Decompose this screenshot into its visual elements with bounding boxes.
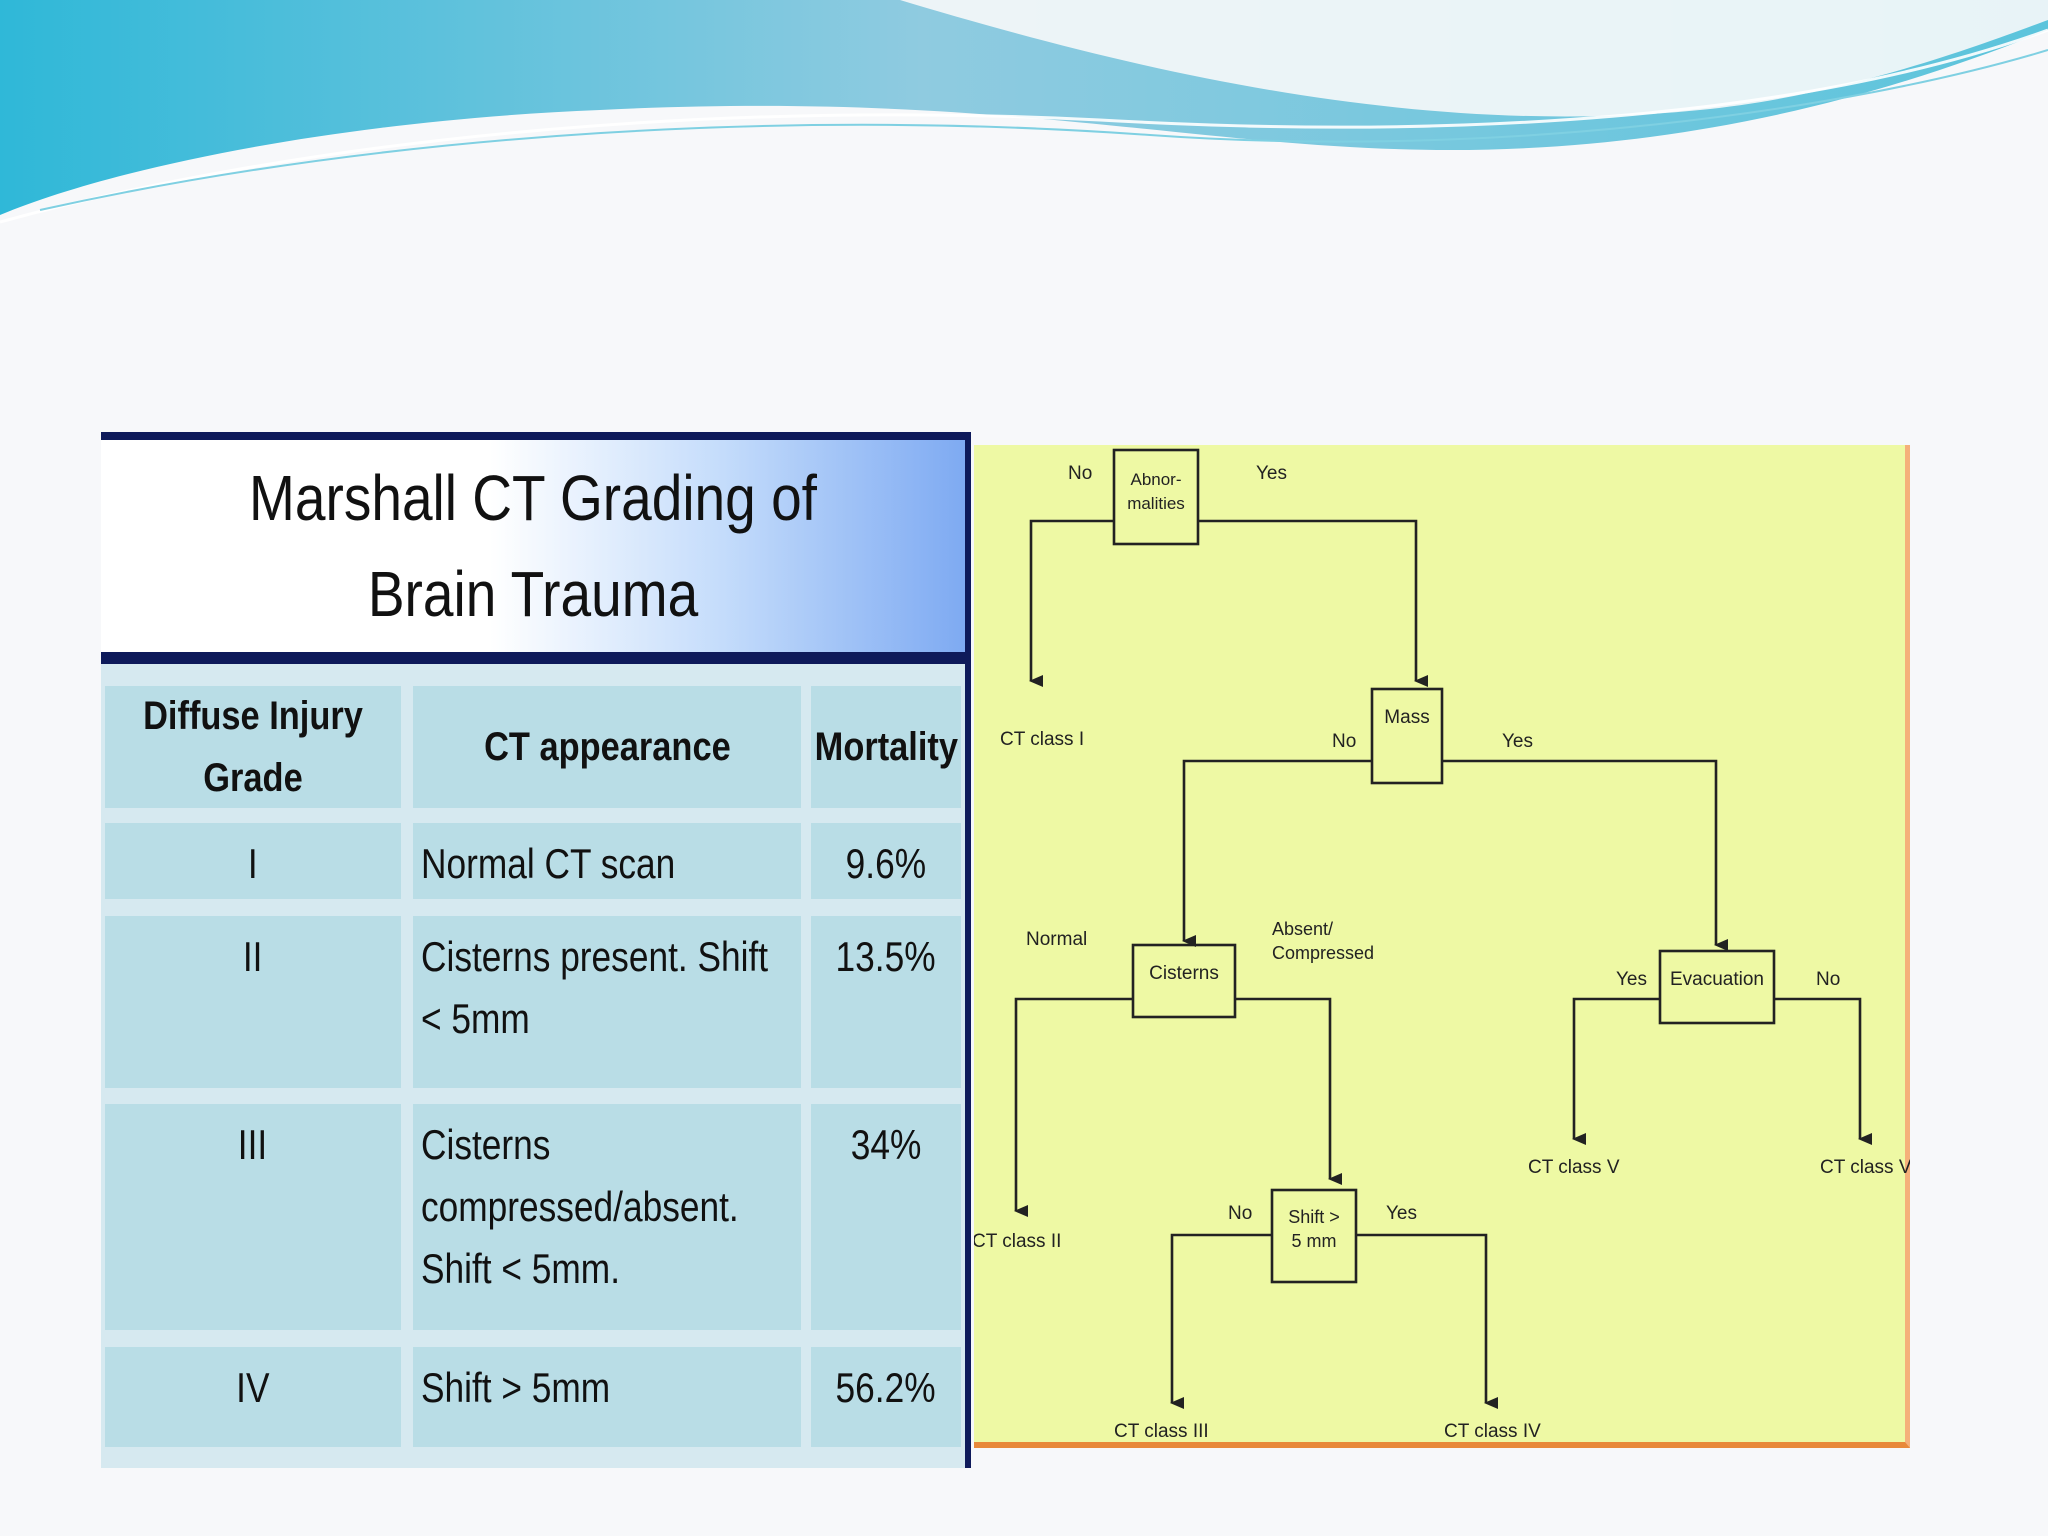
node-cisterns-label: Cisterns [1149, 963, 1219, 984]
row-3-appearance: Cisterns compressed/absent. Shift < 5mm. [413, 1104, 801, 1330]
node-mass-label: Mass [1384, 707, 1429, 728]
outcome-ct-class-3: CT class III [1114, 1421, 1209, 1442]
node-abnormalities-box [1112, 448, 1200, 546]
edge-label-evacuation-no: No [1816, 969, 1840, 990]
node-evacuation-box [1658, 949, 1776, 1025]
node-evacuation-label: Evacuation [1670, 969, 1764, 990]
node-abnormalities-label: Abnor-malities [1127, 470, 1185, 513]
edge-shift-no [1170, 1233, 1272, 1409]
edge-mass-no [1182, 759, 1372, 947]
edge-label-mass-no: No [1332, 731, 1356, 752]
row-4-grade: IV [105, 1347, 401, 1447]
row-1-grade: I [105, 823, 401, 899]
edge-shift-yes [1356, 1233, 1498, 1409]
outcome-ct-class-5: CT class V [1528, 1157, 1620, 1178]
edge-abn-yes [1198, 519, 1428, 687]
edge-label-evacuation-yes: Yes [1616, 969, 1647, 990]
edge-evacuation-yes [1572, 997, 1660, 1145]
header-ct-appearance: CT appearance [413, 686, 801, 808]
edge-mass-yes [1442, 759, 1728, 951]
row-3-mortality: 34% [811, 1104, 961, 1330]
outcome-ct-class-2: CT class II [974, 1231, 1061, 1252]
edge-label-cisterns-absent: Absent/Compressed [1272, 919, 1374, 963]
node-cisterns-box [1131, 943, 1237, 1019]
edge-cisterns-normal [1014, 997, 1133, 1217]
edge-evacuation-no [1774, 997, 1872, 1145]
row-4-appearance: Shift > 5mm [413, 1347, 801, 1447]
header-grade: Diffuse Injury Grade [105, 686, 401, 808]
ct-classification-flowchart: Abnor-malities No Yes CT class I Mass No… [974, 445, 1910, 1448]
flowchart-canvas: Abnor-malities No Yes CT class I Mass No… [974, 448, 1910, 1442]
edge-label-shift-yes: Yes [1386, 1203, 1417, 1224]
row-2-grade: II [105, 916, 401, 1088]
table-title-box: Marshall CT Grading of Brain Trauma [101, 432, 965, 664]
edge-label-abn-yes: Yes [1256, 463, 1287, 484]
edge-label-cisterns-normal: Normal [1026, 929, 1087, 950]
edge-abn-no [1029, 519, 1114, 687]
header-mortality: Mortality [811, 686, 961, 808]
edge-cisterns-absent [1235, 997, 1342, 1185]
row-1-appearance: Normal CT scan [413, 823, 801, 899]
edge-label-mass-yes: Yes [1502, 731, 1533, 752]
node-shift-label: Shift >5 mm [1288, 1207, 1340, 1251]
row-1-mortality: 9.6% [811, 823, 961, 899]
row-4-mortality: 56.2% [811, 1347, 961, 1447]
node-mass-box [1370, 687, 1444, 785]
outcome-ct-class-6: CT class VI [1820, 1157, 1910, 1178]
outcome-ct-class-1: CT class I [1000, 729, 1084, 750]
edge-label-shift-no: No [1228, 1203, 1252, 1224]
row-3-grade: III [105, 1104, 401, 1330]
table-title: Marshall CT Grading of Brain Trauma [249, 462, 817, 630]
row-2-mortality: 13.5% [811, 916, 961, 1088]
marshall-grading-table: Marshall CT Grading of Brain Trauma Diff… [101, 432, 971, 1468]
edge-label-abn-no: No [1068, 463, 1092, 484]
outcome-ct-class-4: CT class IV [1444, 1421, 1541, 1442]
row-2-appearance: Cisterns present. Shift < 5mm [413, 916, 801, 1088]
header-wave-decoration [0, 0, 2048, 224]
